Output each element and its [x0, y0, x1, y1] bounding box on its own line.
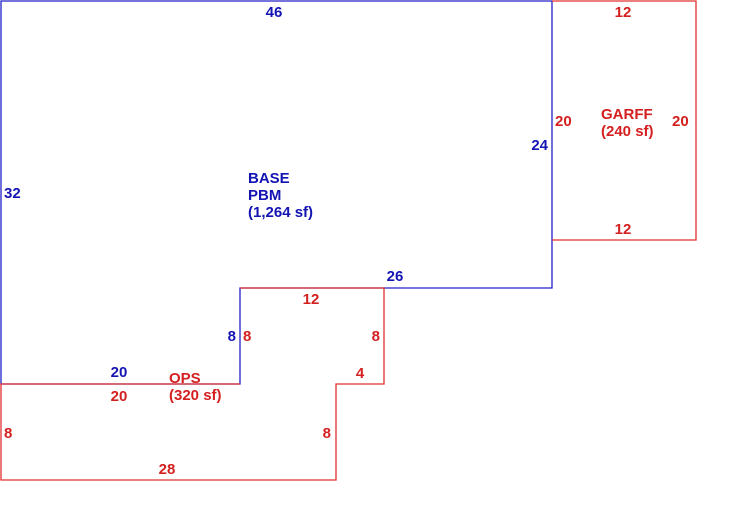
dim-garff-bottom: 12 [615, 221, 632, 238]
dim-base-notch-top: 26 [387, 268, 404, 285]
dim-base-left: 32 [4, 185, 21, 202]
dim-ops-top-left: 20 [111, 388, 128, 405]
dim-base-right: 24 [531, 137, 548, 154]
dim-base-bottom: 20 [111, 364, 128, 381]
dim-ops-right-lower: 8 [323, 425, 331, 442]
dim-ops-right-upper: 8 [372, 328, 380, 345]
dim-ops-left: 8 [4, 425, 12, 442]
ops-area-outline [0, 287, 385, 481]
garff-area-outline [552, 0, 697, 241]
base-area-subtitle: PBM [248, 187, 281, 204]
garff-area-size: (240 sf) [601, 123, 654, 140]
dim-base-notch-side: 8 [228, 328, 236, 345]
garff-perimeter [552, 0, 697, 241]
dim-garff-left: 20 [555, 113, 572, 130]
dim-ops-top: 12 [303, 291, 320, 308]
dim-garff-top: 12 [615, 4, 632, 21]
dim-base-top: 46 [266, 4, 283, 21]
dim-ops-side-inner: 8 [243, 328, 251, 345]
base-area-title: BASE [248, 170, 290, 187]
dim-ops-bottom: 28 [159, 461, 176, 478]
base-area-size: (1,264 sf) [248, 204, 313, 221]
dim-ops-step: 4 [356, 365, 365, 382]
ops-perimeter [0, 287, 385, 481]
garff-area-title: GARFF [601, 106, 653, 123]
ops-area-size: (320 sf) [169, 387, 222, 404]
ops-area-title: OPS [169, 370, 201, 387]
dim-garff-right: 20 [672, 113, 689, 130]
